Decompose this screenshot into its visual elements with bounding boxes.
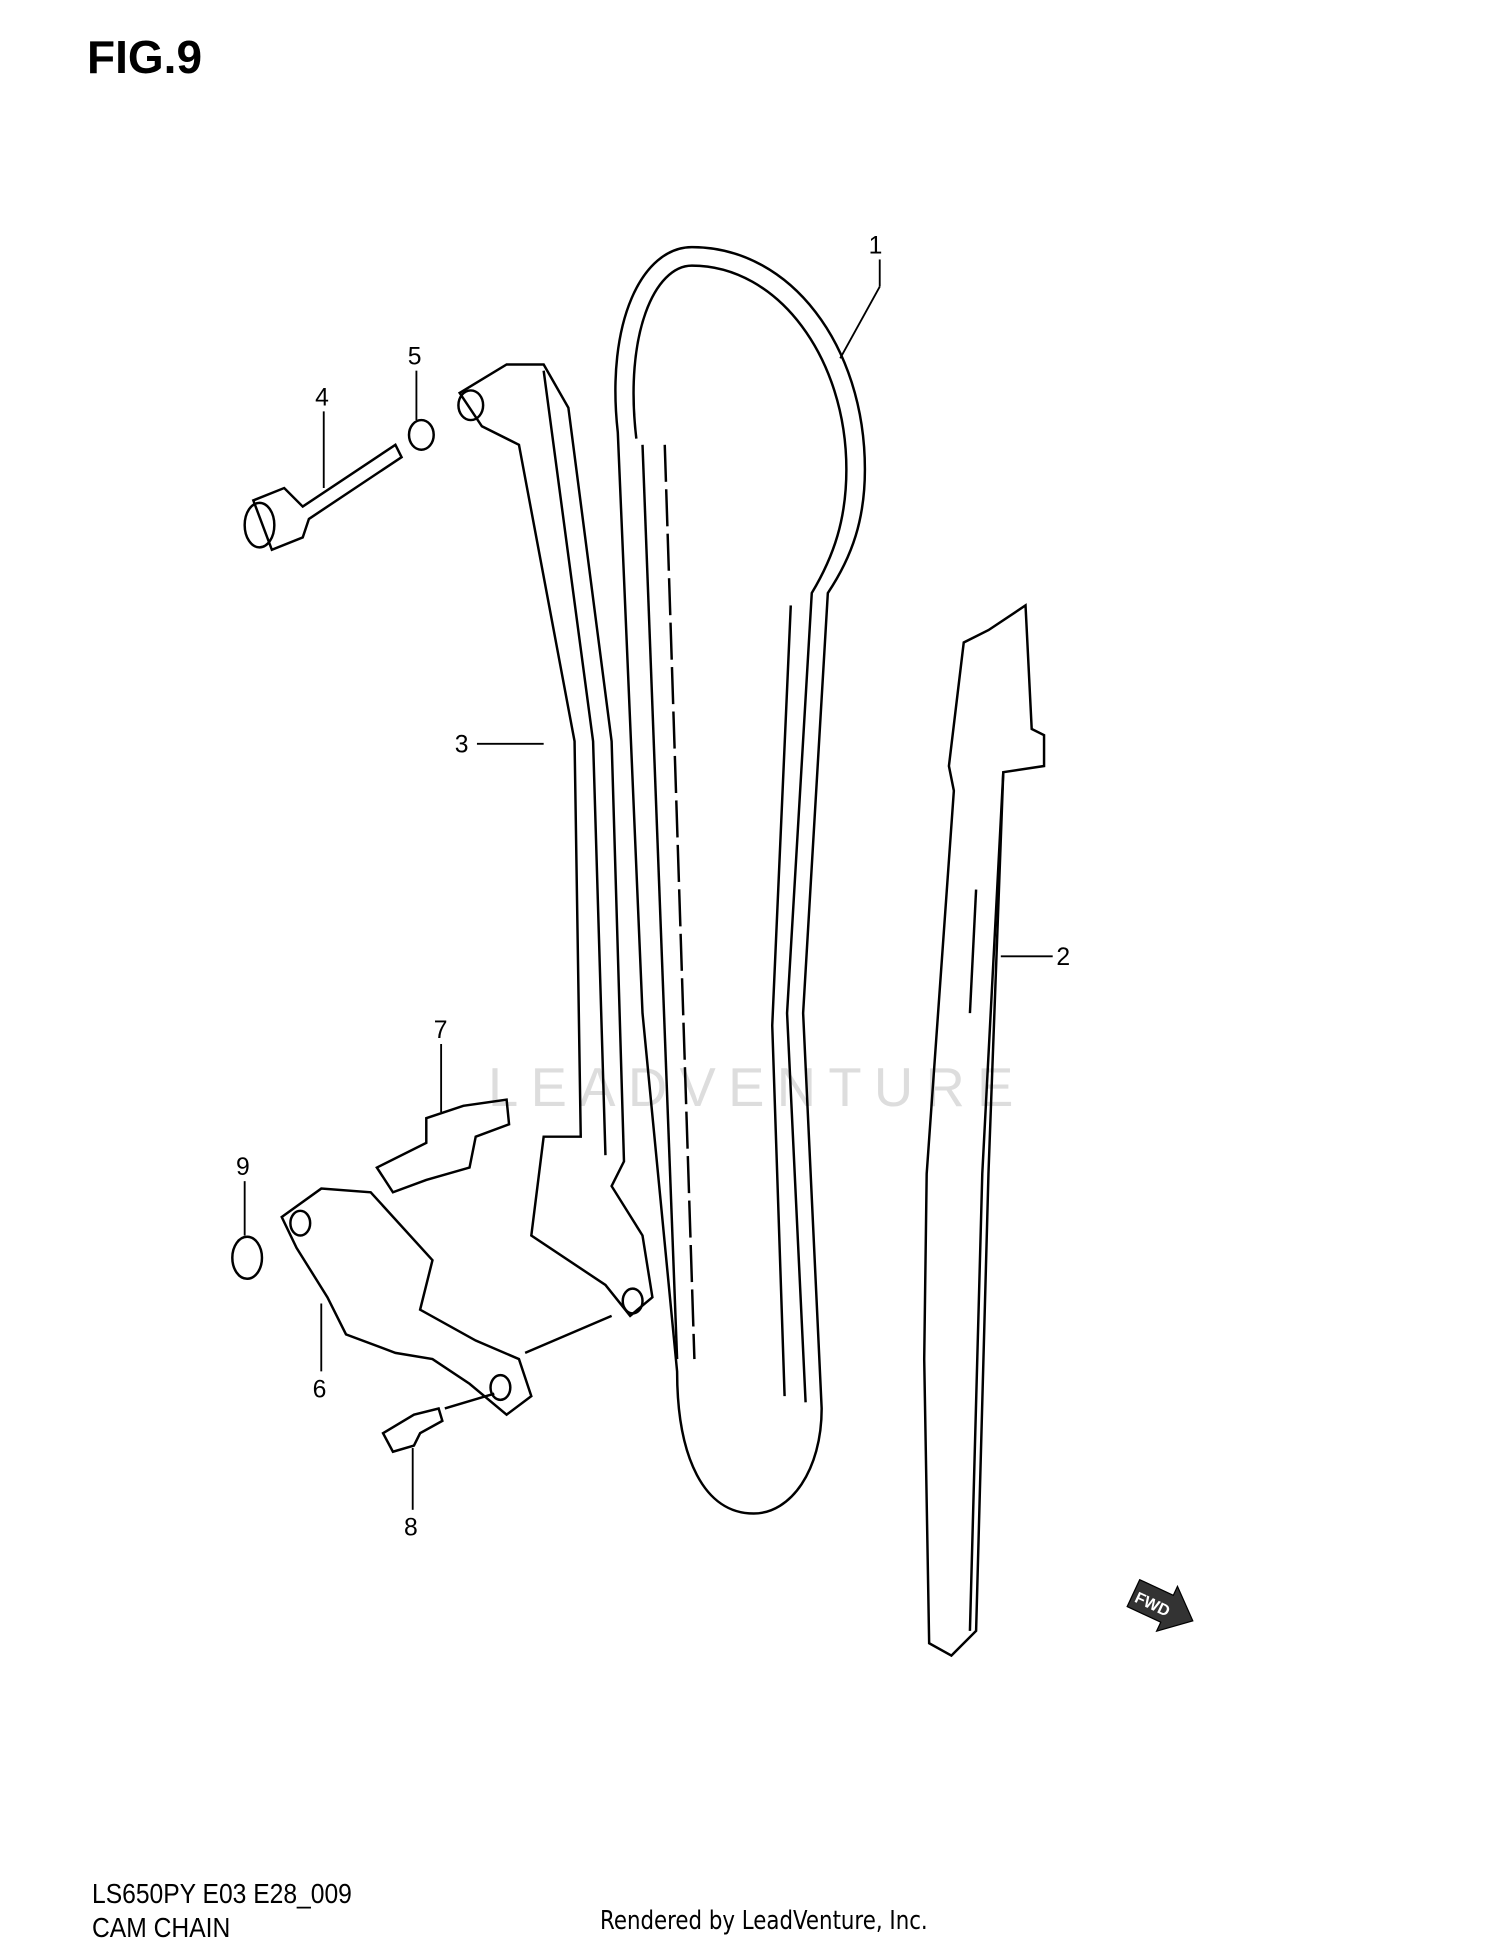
washer: [407, 418, 435, 451]
callout-8: 8: [404, 1515, 418, 1542]
bolt-small: [381, 1407, 444, 1454]
cam-chain: [614, 245, 867, 1515]
diagram-code: LS650PY E03 E28_009: [92, 1878, 352, 1909]
render-credit: Rendered by LeadVenture, Inc.: [600, 1906, 928, 1936]
forward-arrow-icon: FWD: [1126, 1578, 1194, 1633]
callout-1: 1: [869, 232, 883, 259]
chain-tensioner-adjuster: [280, 1187, 613, 1417]
callout-leaders: [243, 259, 1053, 1510]
figure-title: FIG.9: [87, 31, 203, 83]
diagram-name: CAM CHAIN: [92, 1912, 231, 1941]
callout-5: 5: [408, 343, 422, 370]
callout-6: 6: [313, 1376, 327, 1403]
watermark: LEADVENTURE: [488, 1057, 1026, 1118]
bolt: [243, 442, 404, 552]
callout-labels: 1 2 3 4 5 6 7 8 9: [236, 232, 1070, 1541]
gasket-ring: [231, 1235, 264, 1280]
callout-2: 2: [1056, 944, 1070, 971]
chain-guide: [922, 603, 1046, 1658]
callout-3: 3: [455, 731, 469, 758]
callout-9: 9: [236, 1154, 250, 1181]
chain-tensioner-guide: [457, 363, 654, 1318]
callout-7: 7: [434, 1017, 448, 1044]
callout-4: 4: [315, 384, 329, 411]
stud-bolt: [375, 1098, 511, 1194]
